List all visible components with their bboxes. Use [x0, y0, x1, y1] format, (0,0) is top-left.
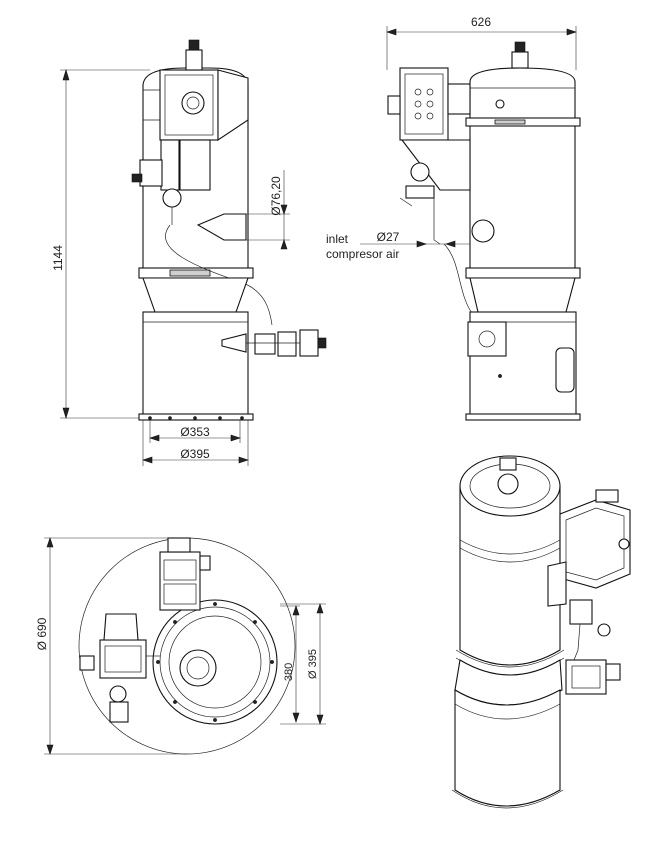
- dim-base-353: Ø353: [180, 425, 210, 439]
- dim-top-380: 380: [283, 663, 295, 681]
- flange-bolts: [156, 602, 274, 722]
- dim-height-1144: 1144: [51, 245, 65, 271]
- inlet-label: inlet: [326, 232, 349, 246]
- compressor-air-label: compresor air: [326, 247, 399, 261]
- top-view: Ø 690: [35, 537, 326, 755]
- dim-outlet-7620: Ø76,20: [269, 176, 283, 216]
- valve-ports: [414, 88, 434, 120]
- front-view: 1144 Ø76,20: [51, 39, 327, 466]
- isometric-view: [451, 455, 631, 809]
- dim-width-626: 626: [471, 15, 491, 29]
- dim-inlet-27: Ø27: [377, 230, 400, 244]
- dim-top-395: Ø 395: [307, 649, 319, 679]
- base-bolts: [148, 416, 244, 420]
- dim-footprint-690: Ø 690: [35, 617, 49, 650]
- dim-base-395: Ø395: [180, 447, 210, 461]
- side-view: 626 Ø27 inlet: [326, 15, 581, 421]
